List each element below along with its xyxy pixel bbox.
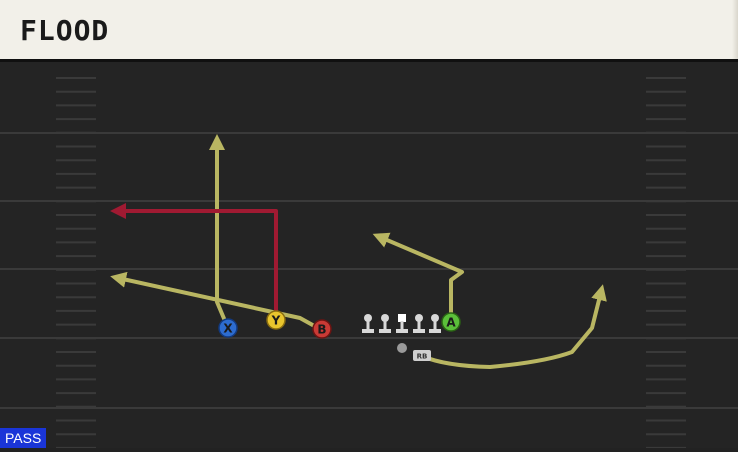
receiver-y-label: Y [271, 314, 281, 328]
y-route [110, 203, 278, 322]
receiver-y-button[interactable]: Y [266, 310, 286, 330]
field-turf [0, 62, 738, 448]
quarterback-icon [397, 343, 407, 353]
rb-route [420, 284, 607, 369]
lineman-icon [429, 314, 441, 333]
play-type-badge: PASS [0, 428, 47, 448]
receiver-x-label: X [223, 322, 233, 336]
receiver-b-label: B [317, 323, 326, 337]
play-title: FLOOD [20, 14, 110, 47]
rb-label: RB [417, 353, 428, 361]
rb-tag: RB [413, 350, 431, 361]
offensive-line [362, 314, 441, 333]
play-diagram: RB X Y B A [0, 62, 738, 449]
receiver-a-label: A [446, 316, 456, 330]
b-route [110, 271, 320, 330]
play-field: RB X Y B A [0, 62, 738, 449]
receiver-a-button[interactable]: A [441, 312, 461, 332]
lineman-icon [413, 314, 425, 333]
lineman-icon [362, 314, 374, 333]
center-icon [396, 314, 408, 333]
yard-lines [0, 132, 738, 409]
receiver-x-button[interactable]: X [218, 318, 238, 338]
a-route [372, 232, 464, 322]
play-header: FLOOD [0, 0, 738, 62]
lineman-icon [379, 314, 391, 333]
hash-marks-left [56, 77, 96, 449]
receiver-b-button[interactable]: B [312, 319, 332, 339]
